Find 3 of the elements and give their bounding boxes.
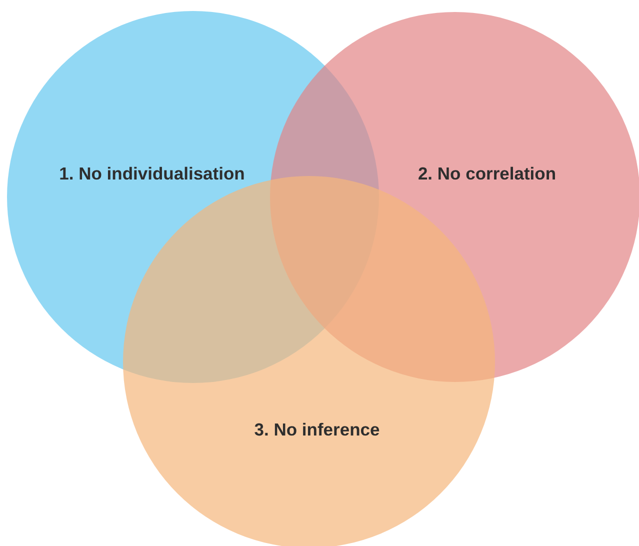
set-label: 2. No correlation (418, 164, 556, 184)
set-label: 3. No inference (254, 420, 380, 440)
set-label: 1. No individualisation (59, 164, 245, 184)
